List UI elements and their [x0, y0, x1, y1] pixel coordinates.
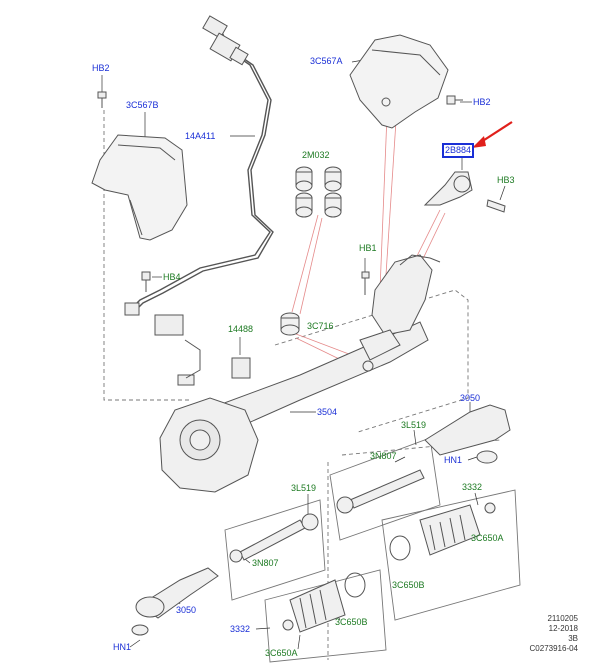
label-14488[interactable]: 14488	[228, 324, 254, 334]
label-hb4[interactable]: HB4	[163, 272, 181, 282]
drawing-stamp: 2110205 12-2018 3B C0273916-04	[530, 614, 578, 654]
label-3504[interactable]: 3504	[317, 407, 338, 417]
label-hb2-right[interactable]: HB2	[473, 97, 491, 107]
label-3c716[interactable]: 3C716	[307, 321, 334, 331]
label-3l519-left[interactable]: 3L519	[291, 483, 317, 493]
label-3050-right[interactable]: 3050	[460, 393, 481, 403]
bush-kit-2m032	[295, 166, 342, 218]
label-3c567a[interactable]: 3C567A	[310, 56, 343, 66]
label-hb1[interactable]: HB1	[359, 243, 377, 253]
label-3c650a-right[interactable]: 3C650A	[471, 533, 504, 543]
label-hb3[interactable]: HB3	[497, 175, 515, 185]
label-hb2-left[interactable]: HB2	[92, 63, 110, 73]
harness-connectors	[124, 15, 251, 386]
bolt-hb1	[361, 271, 370, 295]
heat-shield-left	[91, 134, 188, 241]
stamp-line-3: 3B	[568, 634, 578, 643]
wiring-harness	[129, 24, 274, 314]
label-3050-left[interactable]: 3050	[176, 605, 197, 615]
tie-rod-right	[336, 404, 511, 514]
label-2m032[interactable]: 2M032	[302, 150, 330, 160]
assembly-outline	[103, 110, 501, 660]
label-14a411[interactable]: 14A411	[185, 131, 216, 141]
steering-rack	[159, 254, 441, 493]
label-3332-right[interactable]: 3332	[462, 482, 483, 492]
label-2b884[interactable]: 2B884	[441, 143, 475, 158]
bracket-2b884	[423, 171, 506, 213]
stamp-line-1: 2110205	[547, 614, 578, 623]
tie-rod-left	[131, 513, 319, 636]
label-3c650b-right[interactable]: 3C650B	[392, 580, 425, 590]
stamp-line-4: C0273916-04	[529, 644, 578, 653]
kit-frames	[224, 437, 521, 663]
gaiter-right	[389, 502, 496, 561]
bolt-hb4	[141, 271, 151, 292]
label-3l519-right[interactable]: 3L519	[401, 420, 427, 430]
stamp-line-2: 12-2018	[548, 624, 578, 633]
label-hn1-left[interactable]: HN1	[113, 642, 132, 652]
label-3c567b[interactable]: 3C567B	[126, 100, 159, 110]
bush-3c716	[280, 312, 300, 336]
label-3332-left[interactable]: 3332	[230, 624, 251, 634]
label-3n807-left[interactable]: 3N807	[252, 558, 279, 568]
bolt-hb2-right	[446, 95, 463, 105]
bolt-hb2-left	[97, 91, 107, 108]
callout-arrow	[472, 121, 513, 148]
gaiter-left	[282, 572, 366, 633]
label-3n807-right[interactable]: 3N807	[370, 451, 397, 461]
label-3c650b-left[interactable]: 3C650B	[335, 617, 368, 627]
label-3c650a-left[interactable]: 3C650A	[265, 648, 298, 658]
heat-shield-right	[349, 34, 449, 129]
label-hn1-right[interactable]: HN1	[444, 455, 463, 465]
